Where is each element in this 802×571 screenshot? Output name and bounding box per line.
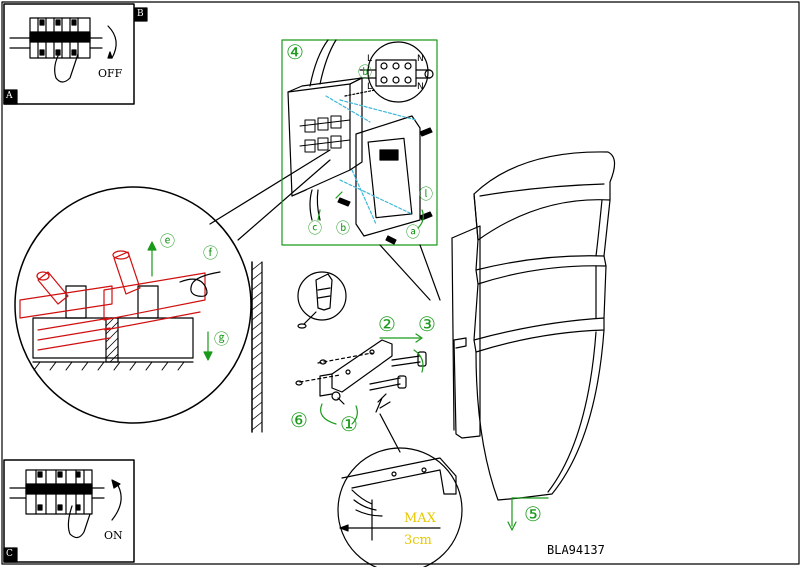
breaker-block-on (9, 469, 105, 515)
zoom-circle (14, 149, 331, 424)
breaker-block-off (9, 17, 103, 59)
lamp-band-upper (475, 255, 607, 285)
sub-label-a: ⓐ (406, 225, 420, 241)
corner-letter-a: A (6, 91, 13, 101)
hand-on (67, 505, 91, 539)
switch-on-label: ON (104, 529, 123, 542)
connector-black-right (137, 285, 159, 319)
callout-line-a (379, 244, 431, 301)
terminal-l-bottom: L (367, 82, 373, 92)
sub-label-c: ⓒ (308, 221, 322, 237)
wall-anchor (297, 271, 347, 329)
corner-letter-c: C (6, 549, 13, 559)
wall-section (251, 261, 263, 433)
wire-loop (179, 271, 221, 297)
mounting-bracket (295, 333, 427, 453)
lamp-band-lower (473, 317, 605, 353)
step-4-label: ④ (286, 40, 304, 64)
switch-off-label: OFF (98, 67, 123, 80)
lamp-top-shade (473, 151, 616, 241)
wall-lamp (451, 151, 616, 531)
model-code: BLA94137 (547, 543, 605, 557)
base-block (32, 317, 194, 359)
max-label: MAX (404, 511, 436, 526)
marker-b: B (137, 9, 144, 19)
wire-length-detail (337, 447, 463, 571)
connector-black-left (65, 285, 87, 319)
terminal-n-bottom: N (417, 82, 424, 92)
marker-b-box (134, 7, 148, 22)
sub-label-l: ⓛ (419, 187, 433, 203)
terminal-n-top: N (417, 54, 424, 64)
terminal-block (299, 115, 351, 153)
zoom-line-lower (237, 159, 331, 241)
step-1-label: ① (340, 412, 358, 436)
switch-off-panel (3, 3, 135, 105)
earth-icon (424, 69, 434, 79)
switch-on-panel (3, 459, 135, 563)
lid-screws (337, 127, 433, 245)
arrow-off (107, 25, 117, 59)
terminal-l-top: L (367, 54, 373, 64)
sub-label-e: ⓔ (160, 232, 176, 250)
junction-box-panel (281, 39, 438, 246)
step-6-label: ⑥ (290, 408, 308, 432)
max-value: 3cm (404, 533, 432, 548)
sub-label-g: ⓖ (214, 330, 230, 348)
cable-top (309, 39, 329, 87)
cable-bottom (309, 189, 313, 221)
hand-off (54, 51, 79, 83)
sub-label-f: ⓕ (203, 244, 219, 262)
green-arrows-zoom (147, 241, 213, 361)
step-5-label: ⑤ (524, 502, 542, 526)
callout-line-b (419, 244, 441, 301)
sub-label-b: ⓑ (336, 221, 350, 237)
red-lifted-parts (19, 250, 206, 351)
cyan-guides (325, 95, 417, 225)
step-2-label: ② (378, 312, 396, 336)
zoom-line-upper (209, 149, 331, 225)
junction-box-lid (355, 115, 421, 237)
sub-label-b-detail: ⓑ (358, 65, 372, 81)
step-3-label: ③ (418, 312, 436, 336)
terminal-detail (375, 59, 417, 87)
